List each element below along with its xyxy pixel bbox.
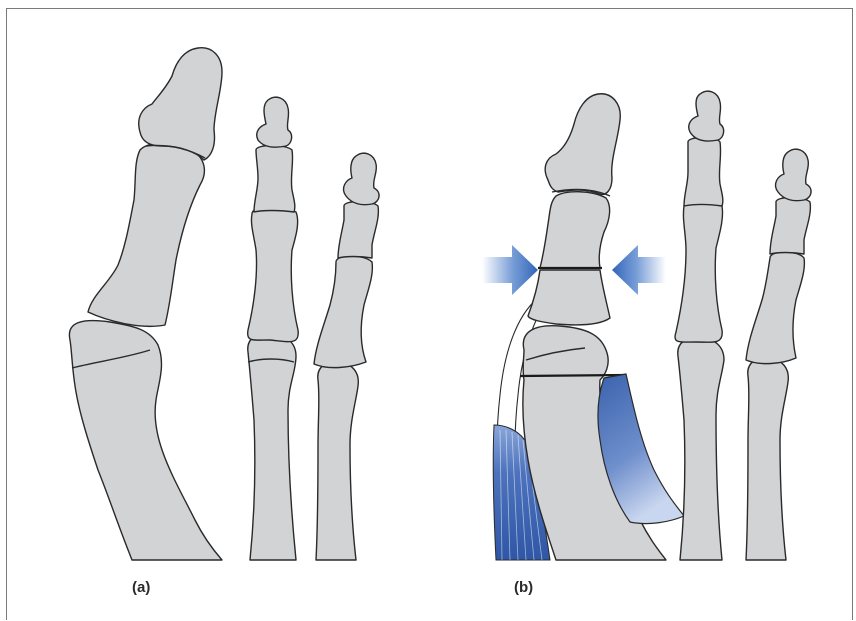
third-proximal-phalanx-a	[314, 256, 372, 368]
distal-phalanx-hallux-b	[545, 94, 620, 195]
first-metatarsal-a	[69, 321, 222, 560]
panel-label-a: (a)	[132, 579, 150, 596]
proximal-phalanx-hallux-a	[88, 143, 204, 326]
proximal-phalanx-head-b	[540, 192, 610, 268]
second-middle-phalanx-b	[684, 138, 723, 207]
arrow-right-icon	[482, 245, 538, 295]
second-distal-phalanx-b	[689, 91, 724, 141]
second-distal-phalanx-a	[257, 97, 292, 147]
third-proximal-phalanx-b	[746, 252, 804, 364]
second-metatarsal-b	[678, 338, 724, 560]
third-middle-phalanx-a	[338, 202, 378, 259]
third-distal-phalanx-a	[344, 153, 380, 205]
second-proximal-phalanx-b	[675, 200, 723, 342]
arrow-left-icon	[612, 245, 666, 295]
third-distal-phalanx-b	[776, 149, 812, 201]
panel-b-bones	[493, 91, 811, 560]
distal-phalanx-hallux-a	[139, 48, 222, 160]
panel-label-b: (b)	[514, 579, 533, 596]
third-middle-phalanx-b	[770, 198, 810, 255]
third-metatarsal-b	[746, 358, 788, 560]
osteotomy-cut-proximal-b	[520, 375, 625, 376]
first-metatarsal-b	[523, 326, 666, 560]
second-middle-phalanx-a	[254, 146, 295, 213]
second-metatarsal-a	[248, 334, 296, 560]
third-metatarsal-a	[316, 362, 358, 560]
second-proximal-phalanx-a	[248, 207, 299, 342]
panel-a-bones	[69, 48, 379, 560]
proximal-phalanx-base-b	[528, 270, 610, 325]
